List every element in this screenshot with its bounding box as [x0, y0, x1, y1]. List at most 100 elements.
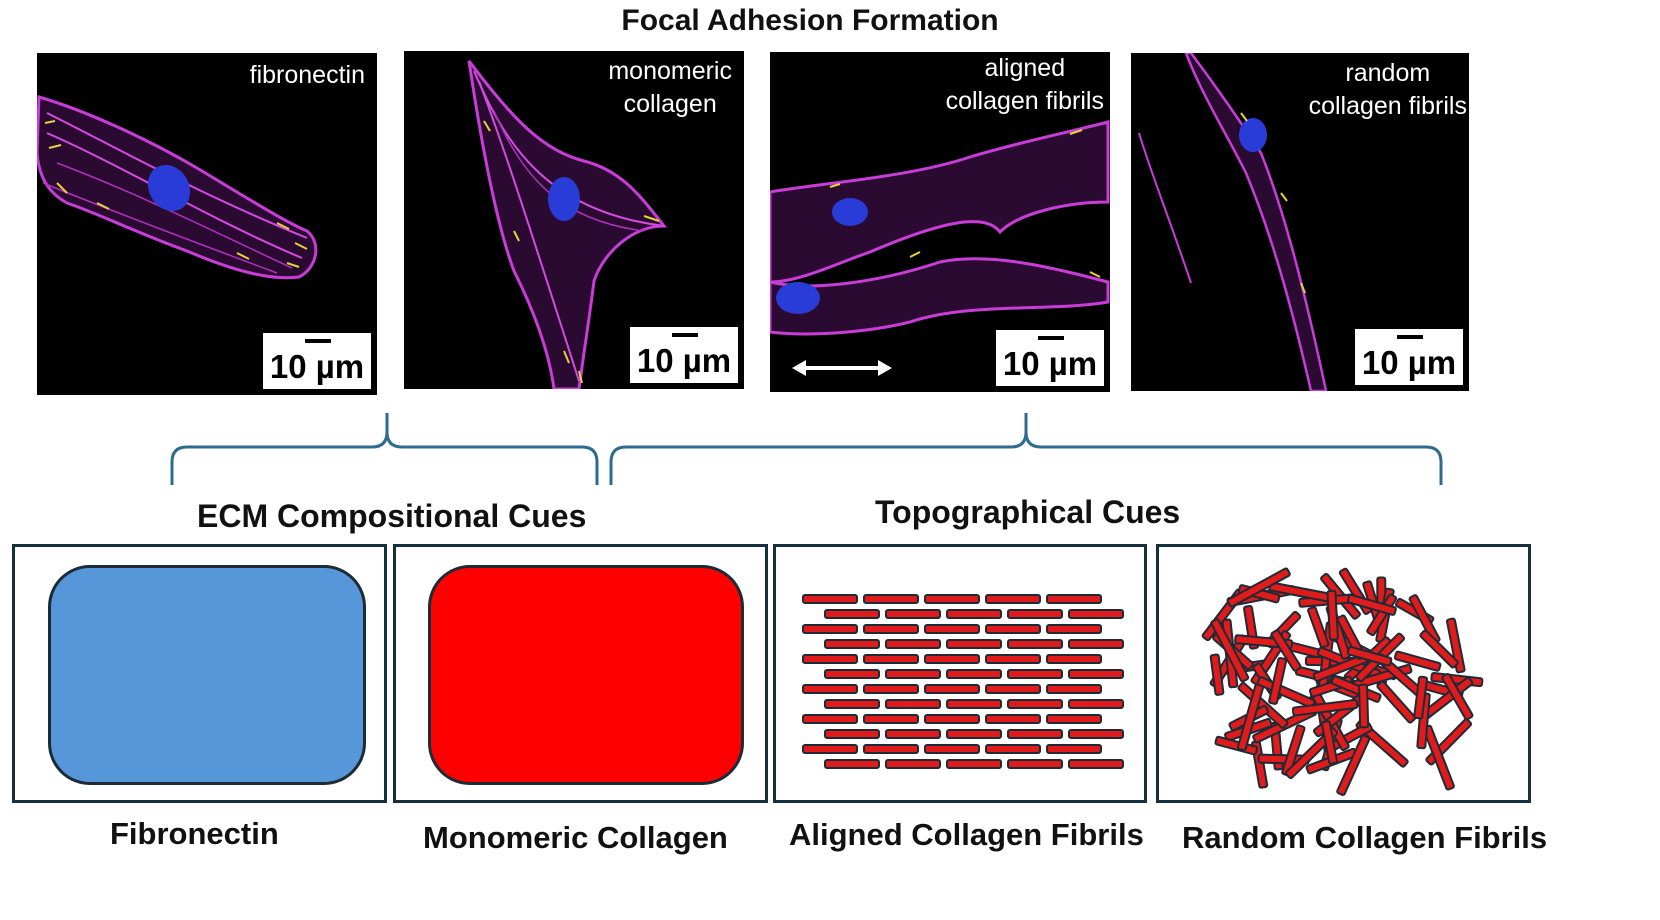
scale-box: 10 µm [1355, 329, 1463, 385]
collagen-fibril [1336, 734, 1371, 796]
cell-image [1138, 53, 1328, 391]
panel-monomeric-collagen [393, 544, 768, 803]
fibronectin-substrate [48, 565, 366, 785]
collagen-fibril [1068, 729, 1124, 739]
collagen-fibril [924, 654, 980, 664]
collagen-fibril [985, 594, 1041, 604]
cell-image [37, 95, 318, 280]
topographical-cues-label: Topographical Cues [875, 494, 1181, 530]
collagen-fibril [1007, 729, 1063, 739]
panel-random-collagen-fibrils [1156, 544, 1531, 803]
collagen-fibril [924, 714, 980, 724]
scale-bar [672, 333, 698, 337]
collagen-fibril [1046, 594, 1102, 604]
collagen-fibril [985, 624, 1041, 634]
collagen-fibril [1068, 699, 1124, 709]
collagen-fibril [1307, 606, 1330, 649]
scale-bar [1038, 336, 1064, 340]
panel-aligned-collagen-fibrils [773, 544, 1147, 803]
collagen-fibril [863, 654, 919, 664]
collagen-fibril [946, 669, 1002, 679]
micrograph-random-collagen-fibrils: random collagen fibrils 10 µm [1131, 53, 1469, 391]
collagen-fibril [1346, 645, 1393, 667]
collagen-fibril [946, 609, 1002, 619]
collagen-fibril [1068, 759, 1124, 769]
collagen-fibril [1209, 653, 1225, 696]
collagen-fibril [885, 759, 941, 769]
collagen-fibril [1007, 639, 1063, 649]
collagen-fibril [1046, 744, 1102, 754]
collagen-fibril [863, 624, 919, 634]
collagen-fibril [1270, 629, 1302, 672]
grouping-brackets [170, 413, 1443, 485]
collagen-fibril [1046, 684, 1102, 694]
collagen-fibril [1413, 675, 1428, 720]
collagen-fibril [946, 729, 1002, 739]
collagen-fibril [1446, 617, 1466, 674]
collagen-fibril [985, 684, 1041, 694]
scale-bar [1397, 335, 1423, 339]
collagen-fibril [1441, 672, 1474, 721]
collagen-fibril [924, 744, 980, 754]
collagen-fibril [1419, 629, 1459, 669]
cell-image [467, 60, 668, 389]
scale-box: 10 µm [630, 327, 738, 383]
collagen-fibril [824, 699, 880, 709]
collagen-fibril [885, 699, 941, 709]
collagen-fibril [802, 714, 858, 724]
collagen-fibril [1007, 699, 1063, 709]
micrograph-label: aligned collagen fibrils [945, 54, 1104, 115]
scale-box: 10 µm [996, 330, 1104, 386]
collagen-fibril [1226, 567, 1291, 608]
collagen-fibril [1320, 720, 1338, 765]
ecm-cues-label: ECM Compositional Cues [197, 498, 587, 534]
collagen-fibril [1046, 654, 1102, 664]
collagen-fibril [885, 639, 941, 649]
collagen-fibril [985, 714, 1041, 724]
label-aligned-collagen-fibrils: Aligned Collagen Fibrils [789, 817, 1144, 852]
collagen-fibril [1068, 669, 1124, 679]
collagen-fibril [885, 669, 941, 679]
collagen-fibril [885, 729, 941, 739]
random-fibrils-drawing [1201, 567, 1484, 796]
collagen-fibril [824, 609, 880, 619]
aligned-fibrils-drawing [802, 594, 1124, 769]
scale-text: 10 µm [636, 342, 732, 379]
collagen-fibril [802, 744, 858, 754]
collagen-fibril [1007, 669, 1063, 679]
collagen-fibril [1393, 650, 1442, 672]
collagen-fibril [802, 624, 858, 634]
collagen-fibril [863, 684, 919, 694]
collagen-fibril [824, 639, 880, 649]
collagen-fibril [924, 684, 980, 694]
collagen-fibril [1291, 699, 1359, 717]
collagen-fibril [824, 729, 880, 739]
collagen-fibril [946, 759, 1002, 769]
collagen-fibril [1046, 714, 1102, 724]
collagen-fibril [1358, 683, 1370, 729]
label-monomeric-collagen: Monomeric Collagen [423, 820, 728, 855]
collagen-fibril [1346, 593, 1397, 616]
collagen-fibril [824, 669, 880, 679]
collagen-fibril [946, 639, 1002, 649]
scale-bar [305, 339, 331, 343]
collagen-fibril [1068, 609, 1124, 619]
micrograph-label: random collagen fibrils [1308, 59, 1467, 120]
collagen-fibril [802, 684, 858, 694]
alignment-arrow [792, 360, 892, 376]
collagen-fibril [1376, 680, 1417, 724]
collagen-fibril [863, 594, 919, 604]
collagen-fibril [1068, 639, 1124, 649]
collagen-fibril [802, 654, 858, 664]
scale-text: 10 µm [1002, 345, 1098, 382]
collagen-fibril [885, 609, 941, 619]
collagen-fibril [985, 654, 1041, 664]
figure-title: Focal Adhesion Formation [621, 4, 999, 37]
collagen-fibril [946, 699, 1002, 709]
bracket-topographical [609, 413, 1443, 485]
collagen-fibril [1046, 624, 1102, 634]
scale-box: 10 µm [263, 333, 371, 389]
collagen-fibril [1007, 609, 1063, 619]
collagen-fibril [863, 744, 919, 754]
collagen-fibril [1210, 618, 1250, 683]
